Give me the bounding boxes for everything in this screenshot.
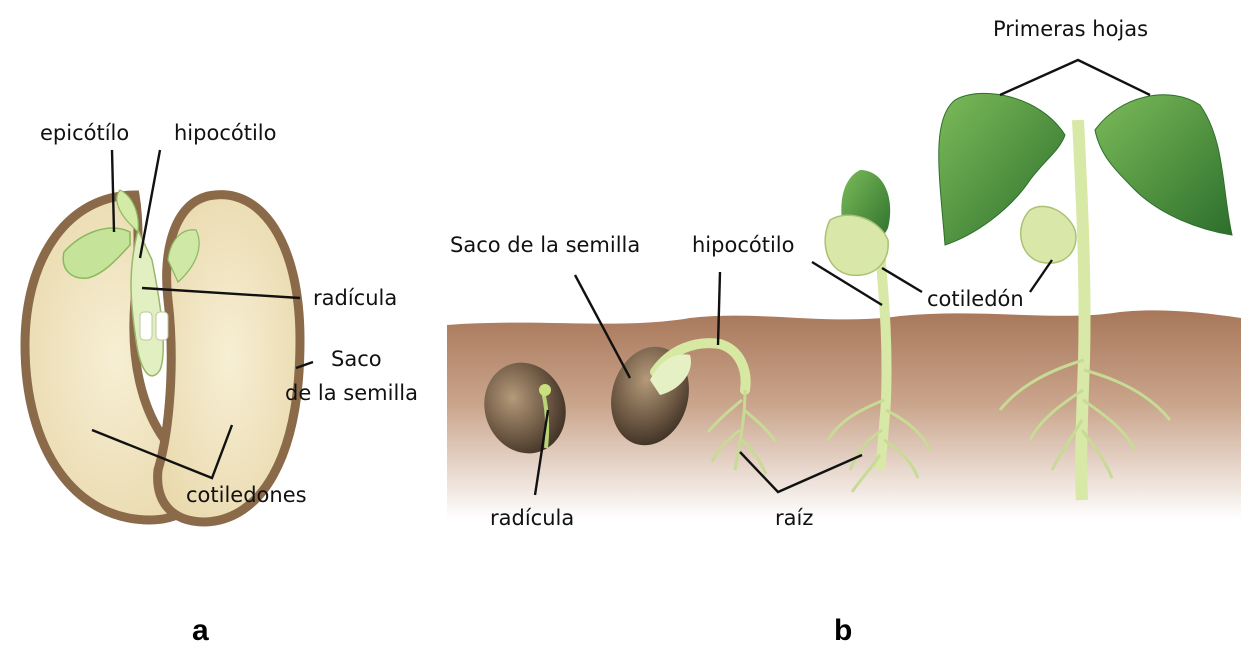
panel-a: epicótílo hipocótilo radícula Saco de la… [25,121,418,647]
label-primeras-hojas: Primeras hojas [993,17,1148,41]
label-cotiledon: cotiledón [927,287,1024,311]
label-raiz: raíz [775,506,813,530]
panel-letter-a: a [192,614,209,647]
label-hipocotilo-b: hipocótilo [692,233,794,257]
label-saco-a-line1: Saco [331,347,382,371]
label-hipocotilo-a: hipocótilo [174,121,276,145]
soil [447,310,1241,520]
label-cotiledones: cotiledones [186,483,307,507]
label-radicula-a: radícula [313,286,397,310]
label-saco-a-line2: de la semilla [285,381,418,405]
panel-b: Primeras hojas Saco de la semilla hipocó… [447,17,1241,647]
cotiledon-leader-right [1030,260,1052,292]
hipocotilo-a-leader [140,150,160,258]
primeras-hojas-leader [1000,60,1150,95]
panel-letter-b: b [834,614,852,647]
label-saco-b: Saco de la semilla [450,233,640,257]
label-epicotilo: epicótílo [40,121,129,145]
label-radicula-b: radícula [490,506,574,530]
